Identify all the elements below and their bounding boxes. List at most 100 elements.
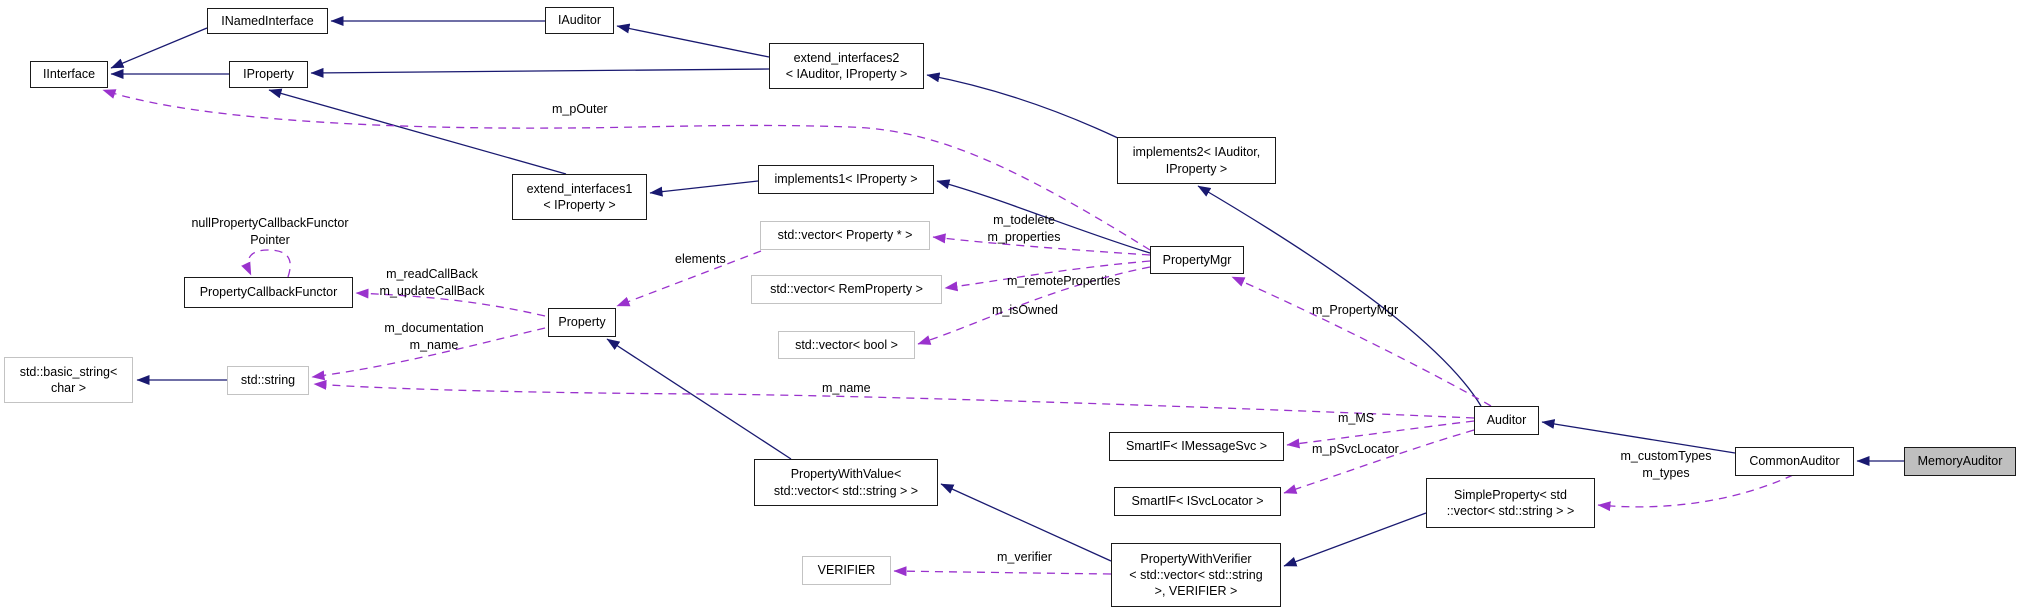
edge-simpleproperty-to-propertywithverifier — [1283, 512, 1427, 567]
node-label: implements1< IProperty > — [774, 172, 918, 187]
node-label: SmartIF< IMessageSvc > — [1125, 439, 1268, 454]
edge-label-m-name: m_name — [822, 381, 871, 395]
edge-commonauditor-to-auditor — [1541, 419, 1736, 454]
edge-propertymgr-m-pouter-iinterface — [102, 89, 1151, 251]
edge-label-callbacks: m_readCallBack m_updateCallBack — [367, 266, 497, 300]
edge-extend-interfaces2-to-iproperty — [310, 67, 770, 78]
edge-label-line: m_updateCallBack — [379, 284, 485, 298]
node-label: IAuditor — [557, 13, 602, 28]
edge-label-line: m_todelete — [993, 213, 1055, 227]
node-label: MemoryAuditor — [1917, 454, 2003, 469]
node-label: std::vector< std::string > > — [773, 483, 919, 498]
node-label: std::vector< bool > — [795, 337, 898, 352]
node-propertycallbackfunctor[interactable]: PropertyCallbackFunctor — [184, 277, 353, 308]
edge-auditor-m-name-stdstring — [313, 379, 1475, 419]
edge-label-nullpropertycallbackfunctorpointer: nullPropertyCallbackFunctor Pointer — [186, 215, 354, 249]
edge-label-line: m_customTypes — [1620, 449, 1712, 463]
node-commonauditor[interactable]: CommonAuditor — [1735, 447, 1854, 476]
node-label: std::vector< Property * > — [777, 228, 913, 243]
node-auditor[interactable]: Auditor — [1474, 406, 1539, 435]
edge-label-m-verifier: m_verifier — [997, 550, 1052, 564]
edge-extend-interfaces1-to-iproperty — [268, 88, 567, 175]
edge-property-m-name-stdstring — [311, 327, 546, 381]
edge-propertymgr-m-remoteproperties-vector — [944, 260, 1151, 292]
edge-label-line: m_readCallBack — [386, 267, 478, 281]
node-implements1[interactable]: implements1< IProperty > — [758, 165, 934, 194]
node-label: < IProperty > — [543, 198, 616, 212]
node-memoryauditor: MemoryAuditor — [1904, 447, 2016, 476]
edge-extend-interfaces2-to-iauditor — [616, 23, 770, 58]
node-propertymgr[interactable]: PropertyMgr — [1150, 246, 1244, 274]
edge-commonauditor-m-types-simpleproperty — [1597, 474, 1794, 512]
node-label: std::vector< RemProperty > — [770, 282, 923, 297]
node-smartif-isvclocator[interactable]: SmartIF< ISvcLocator > — [1114, 487, 1281, 516]
node-verifier: VERIFIER — [802, 556, 891, 585]
edge-label-elements: elements — [675, 252, 726, 266]
edge-label-line: m_documentation — [384, 321, 484, 335]
node-label: IProperty — [243, 67, 294, 82]
node-propertywithvalue[interactable]: PropertyWithValue< std::vector< std::str… — [754, 459, 938, 506]
node-propertywithverifier[interactable]: PropertyWithVerifier < std::vector< std:… — [1111, 543, 1281, 607]
node-simpleproperty[interactable]: SimpleProperty< std ::vector< std::strin… — [1426, 478, 1595, 528]
node-iinterface[interactable]: IInterface — [30, 61, 108, 88]
node-label: >, VERIFIER > — [1154, 584, 1238, 599]
node-label: Property — [558, 315, 606, 330]
node-iauditor[interactable]: IAuditor — [545, 7, 614, 34]
node-label: PropertyCallbackFunctor — [199, 285, 338, 300]
edge-label-line: m_name — [409, 338, 459, 352]
edge-auditor-m-propertymgr-propertymgr — [1231, 276, 1492, 407]
node-implements2[interactable]: implements2< IAuditor, IProperty > — [1117, 137, 1276, 184]
node-iproperty[interactable]: IProperty — [229, 61, 308, 88]
edge-label-m-ms: m_MS — [1338, 411, 1375, 425]
node-label: IInterface — [42, 67, 96, 82]
node-extend-interfaces2[interactable]: extend_interfaces2 < IAuditor, IProperty… — [769, 43, 924, 89]
node-label: Auditor — [1486, 413, 1527, 428]
node-std-vector-bool: std::vector< bool > — [778, 331, 915, 359]
edge-auditor-to-implements2 — [1197, 185, 1482, 407]
node-std-string: std::string — [227, 366, 309, 395]
edge-propertywithverifier-to-propertywithvalue — [940, 483, 1112, 562]
node-std-vector-property-ptr: std::vector< Property * > — [760, 221, 930, 250]
edge-label-m-remoteproperties: m_remoteProperties — [1007, 274, 1121, 288]
node-label: PropertyWithVerifier — [1140, 551, 1252, 566]
node-inamedinterface[interactable]: INamedInterface — [207, 8, 328, 34]
edge-label-line: Pointer — [250, 233, 290, 247]
edge-propertycallbackfunctor-self-loop — [241, 249, 291, 278]
node-label: PropertyWithValue< — [790, 467, 902, 482]
edge-label-m-customtypes-m-types: m_customTypes m_types — [1601, 448, 1731, 482]
node-label: implements2< IAuditor, — [1132, 145, 1261, 160]
node-property[interactable]: Property — [548, 308, 616, 337]
edge-label-line: nullPropertyCallbackFunctor — [191, 216, 349, 230]
node-label: std::string — [240, 373, 296, 388]
node-label: std::basic_string< — [19, 364, 118, 379]
edge-vector-elements-property — [616, 250, 762, 307]
edge-propertymgr-m-isowned-vectorbool — [917, 266, 1151, 345]
node-label: extend_interfaces2 — [793, 50, 900, 65]
edge-label-m-documentation-m-name: m_documentation m_name — [369, 320, 499, 354]
edge-propertymgr-m-properties-vector — [932, 233, 1151, 256]
node-label: CommonAuditor — [1749, 454, 1840, 469]
edge-implements1-to-extend-interfaces1 — [649, 180, 759, 197]
node-label: < IAuditor, IProperty > — [785, 67, 908, 81]
edge-label-m-propertymgr: m_PropertyMgr — [1312, 303, 1399, 317]
edge-label-m-todelete-m-properties: m_todelete m_properties — [959, 212, 1089, 246]
edge-label-line: m_properties — [987, 230, 1061, 244]
node-label: INamedInterface — [221, 13, 314, 28]
node-label: char > — [50, 381, 87, 395]
edge-implements2-to-extend-interfaces2 — [926, 72, 1121, 140]
node-label: < std::vector< std::string — [1129, 567, 1263, 582]
edge-propertymgr-to-implements1 — [936, 179, 1151, 254]
edge-label-line: m_types — [1642, 466, 1690, 480]
node-label: PropertyMgr — [1162, 252, 1232, 267]
node-std-basic-string: std::basic_string< char > — [4, 357, 133, 403]
node-label: VERIFIER — [817, 563, 876, 578]
node-extend-interfaces1[interactable]: extend_interfaces1 < IProperty > — [512, 174, 647, 220]
node-smartif-imessagesvc[interactable]: SmartIF< IMessageSvc > — [1109, 432, 1284, 461]
node-label: IProperty > — [1165, 161, 1228, 176]
edge-label-m-isowned: m_isOwned — [992, 303, 1058, 317]
node-std-vector-remproperty: std::vector< RemProperty > — [751, 275, 942, 304]
node-label: SmartIF< ISvcLocator > — [1131, 494, 1264, 509]
edge-propertywithvalue-to-property — [606, 338, 792, 460]
